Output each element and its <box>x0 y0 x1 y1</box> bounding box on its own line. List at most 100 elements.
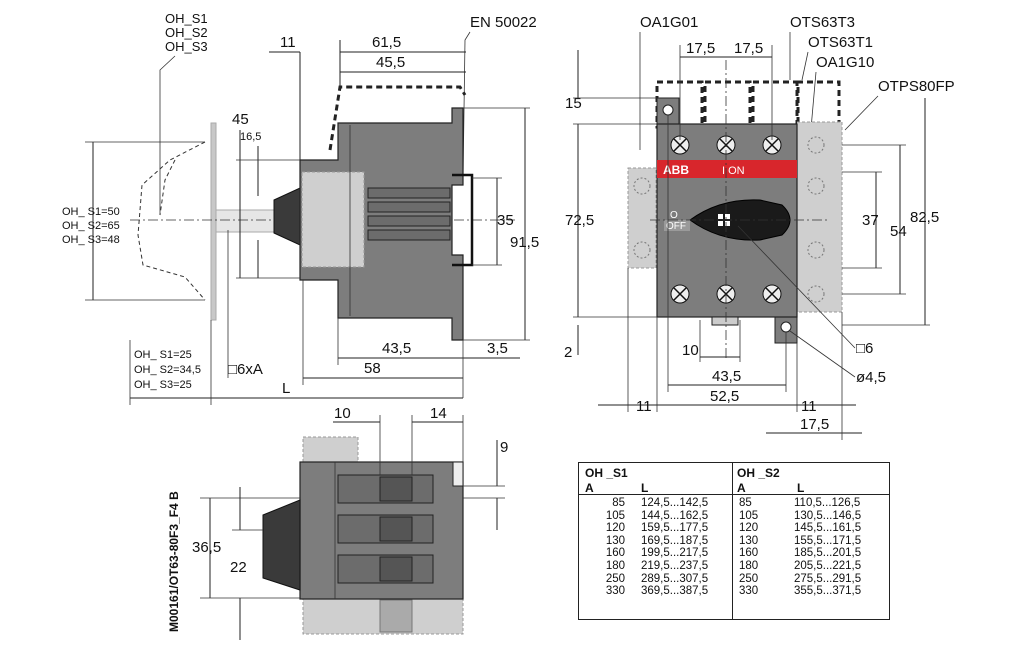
table-cell: 85 <box>739 497 752 509</box>
variant-label: OH_S1 <box>165 11 208 26</box>
leader-line <box>844 95 879 131</box>
accessory-outline <box>703 80 752 129</box>
terminal <box>367 187 451 199</box>
handle-outline <box>137 141 206 301</box>
dim-label: 17,5 <box>686 40 715 57</box>
accessory-block <box>379 599 413 633</box>
dim-label: 2 <box>564 344 572 361</box>
dim-note: OH_ S1=50 <box>62 206 120 218</box>
dim-label: 61,5 <box>372 34 401 51</box>
square-label: □6 <box>856 340 873 357</box>
table-cell: 144,5...162,5 <box>641 509 709 522</box>
table-cell: 124,5...142,5 <box>641 497 709 509</box>
table-cell: 205,5...221,5 <box>794 559 862 572</box>
table-cell: 250 <box>739 572 759 585</box>
dim-label: 10 <box>334 405 351 422</box>
table-cell: 130 <box>605 534 625 547</box>
table-cell: 160 <box>739 547 759 560</box>
table-cell: 159,5...177,5 <box>641 522 709 535</box>
handle-mark <box>718 214 723 219</box>
accessory-label: OTS63T1 <box>808 34 873 51</box>
drawing-code: M00161/OT63-80F3_F4 B <box>167 491 181 632</box>
screw <box>807 285 825 303</box>
accessory-outline <box>795 80 841 129</box>
dim-label: L <box>282 380 290 397</box>
accessory-label: OTPS80FP <box>878 78 955 95</box>
terminal <box>367 201 451 213</box>
accessory-label: OTS63T3 <box>790 14 855 31</box>
table-col-header: A <box>737 481 746 495</box>
accessory-outline <box>328 85 467 151</box>
leader-line <box>159 55 176 215</box>
terminal <box>367 229 451 241</box>
table-cell: 355,5...371,5 <box>794 585 862 598</box>
off-label-o: O <box>670 210 678 221</box>
table-cell: 289,5...307,5 <box>641 572 709 585</box>
brand-logo: ABB <box>663 163 689 177</box>
table-cell: 330 <box>605 585 625 598</box>
variant-label: OH_S2 <box>165 25 208 40</box>
din-clip <box>711 316 739 326</box>
mounting-hole <box>662 104 674 116</box>
brand-band <box>657 160 797 178</box>
dim-label: 11 <box>280 34 296 51</box>
din-lug <box>452 461 464 487</box>
table-group-header: OH _S1 <box>585 466 628 480</box>
accessory-label: OA1G10 <box>816 54 874 71</box>
dim-label: 36,5 <box>192 539 221 556</box>
accessory-label: OA1G01 <box>640 14 698 31</box>
table-cell: 145,5...161,5 <box>794 522 862 535</box>
table-col-header: A <box>585 481 594 495</box>
dim-label: 9 <box>500 439 508 456</box>
dim-label: 37 <box>862 212 879 229</box>
mounting-hole <box>780 321 792 333</box>
shaft-size-label: □6xA <box>228 361 263 378</box>
table-cell: 180 <box>605 559 625 572</box>
dim-label: 45 <box>232 111 249 128</box>
dim-label: 10 <box>682 342 699 359</box>
leader-line <box>737 225 856 349</box>
side-view: OH_S1 OH_S2 OH_S3 EN 50022 11 <box>62 11 539 405</box>
knob-top <box>262 499 301 591</box>
table-cell: 130 <box>739 534 759 547</box>
dim-label: 52,5 <box>710 388 739 405</box>
dim-note: OH_ S2=34,5 <box>134 364 201 376</box>
front-view: OA1G01 OTS63T3 OTS63T1 OA1G10 OTPS80FP A… <box>564 14 955 440</box>
screw <box>633 177 651 195</box>
table-divider <box>579 494 889 495</box>
dim-label: 91,5 <box>510 234 539 251</box>
on-label: I ON <box>722 165 745 177</box>
table-cell: 199,5...217,5 <box>641 547 709 560</box>
dim-label: 45,5 <box>376 54 405 71</box>
table-cell: 120 <box>605 522 625 535</box>
table-col-header: L <box>797 481 805 495</box>
aux-contact-left <box>627 167 657 269</box>
table-cell: 130,5...146,5 <box>794 509 862 522</box>
table-divider <box>732 463 733 619</box>
handle-mark <box>725 214 730 219</box>
din-rail <box>452 173 474 267</box>
accessory-outline <box>751 80 800 129</box>
off-label-bg <box>664 220 690 231</box>
accessory-outline <box>302 436 359 463</box>
terminal <box>379 556 413 582</box>
dim-label: 17,5 <box>734 40 763 57</box>
screw <box>633 241 651 259</box>
screw <box>807 177 825 195</box>
off-label: OFF <box>666 221 686 232</box>
table-cell: 330 <box>739 585 759 598</box>
handle-mark <box>718 221 723 226</box>
dim-label: 35 <box>497 212 514 229</box>
table-cell: 120 <box>739 522 759 535</box>
knob <box>273 187 301 246</box>
table-cell: 110,5...126,5 <box>794 497 861 509</box>
leader-line <box>789 330 856 378</box>
dim-note: OH_ S1=25 <box>134 349 192 361</box>
mounting-plate <box>210 122 217 321</box>
dim-label: 82,5 <box>910 209 939 226</box>
